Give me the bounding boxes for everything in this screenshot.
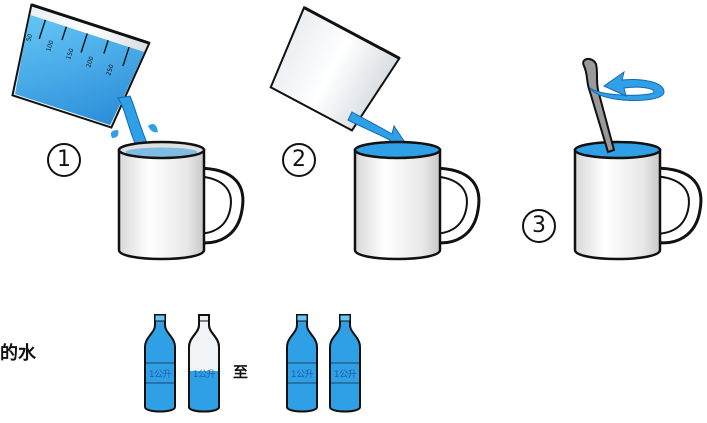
water-splash-icon <box>111 130 119 138</box>
water-bottle-icon: 1公升 <box>141 313 179 415</box>
step2-pour-powder <box>264 8 479 259</box>
measuring-cup-icon <box>264 8 400 135</box>
mug-icon <box>119 142 243 259</box>
water-bottle-icon: 1公升 <box>283 313 321 415</box>
range-to-label: 至 <box>233 361 248 382</box>
bottle-label: 1公升 <box>141 367 179 380</box>
step3-stir <box>575 59 701 259</box>
stir-arrow-icon <box>590 72 664 101</box>
bottle-label: 1公升 <box>185 367 223 380</box>
step-number-1: 1 <box>47 143 81 177</box>
water-caption: 的水 <box>0 339 36 365</box>
step-number-3: 3 <box>522 209 556 243</box>
water-bottle-icon: 1公升 <box>326 313 364 415</box>
bottle-label: 1公升 <box>326 367 364 380</box>
bottle-graphic <box>283 313 321 415</box>
mug-icon <box>355 142 479 259</box>
mug-icon <box>575 142 701 259</box>
step1-pour-water: 50 100 150 200 250 <box>3 5 243 259</box>
bottle-graphic <box>326 313 364 415</box>
bottle-graphic <box>141 313 179 415</box>
bottle-label: 1公升 <box>283 367 321 380</box>
water-splash-icon <box>148 124 158 132</box>
step-number-2: 2 <box>282 143 316 177</box>
spoon-icon <box>583 59 614 152</box>
bottle-graphic <box>185 313 223 415</box>
water-bottle-icon: 1公升 <box>185 313 223 415</box>
